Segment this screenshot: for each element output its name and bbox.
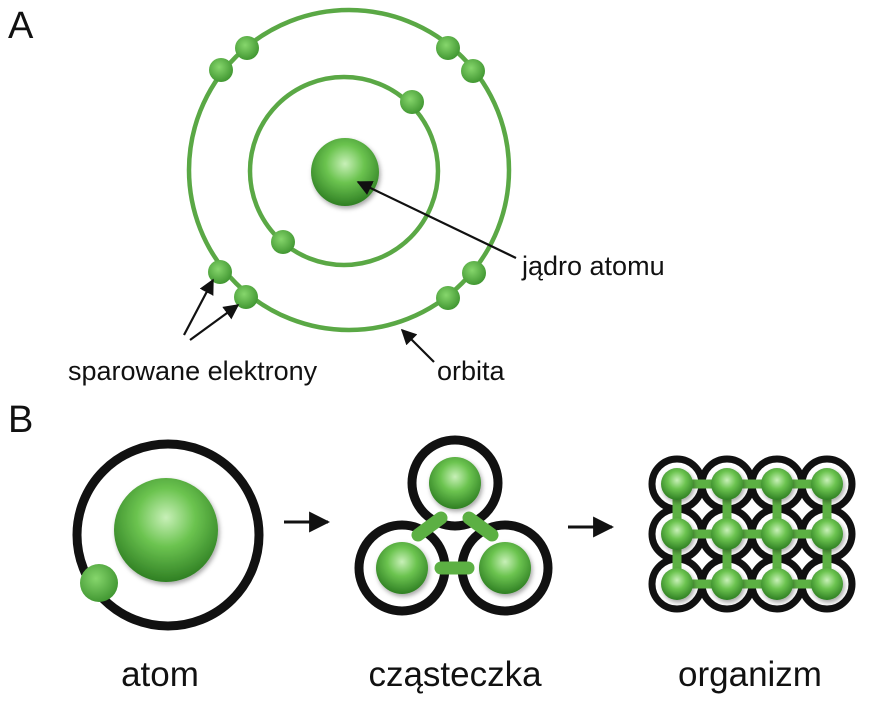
panel-b-letter: B	[8, 399, 33, 441]
organism-cell	[711, 518, 743, 550]
organism-cell	[761, 568, 793, 600]
inner-orbit	[247, 74, 441, 268]
organism-cell	[811, 518, 843, 550]
outer-electron	[208, 260, 232, 284]
electron-arrow	[183, 278, 214, 336]
inner-electron	[271, 230, 295, 254]
molecule-bonds	[411, 511, 499, 575]
molecule-atom	[479, 542, 531, 594]
outer-electron	[436, 36, 460, 60]
nucleus	[311, 138, 379, 206]
organism-cell	[811, 568, 843, 600]
organism-cell	[661, 518, 693, 550]
outer-orbit	[186, 7, 512, 333]
atom-electron	[80, 564, 118, 602]
inner-electron	[400, 90, 424, 114]
outer-electron	[234, 285, 258, 309]
organism-cell	[661, 468, 693, 500]
molecule-atom	[376, 542, 428, 594]
organism-stage	[648, 455, 856, 613]
paired-electrons-label: sparowane elektrony	[68, 356, 318, 386]
organism-cell	[811, 468, 843, 500]
molecule-stage	[354, 435, 553, 616]
orbit-arrow	[400, 328, 435, 363]
atom-model: jądro atomu sparowane elektrony orbita	[68, 7, 665, 386]
outer-electron	[209, 58, 233, 82]
outer-electron	[462, 261, 486, 285]
molecule-atom	[429, 457, 481, 509]
outer-electron	[235, 36, 259, 60]
organism-cell	[711, 568, 743, 600]
caption-molecule: cząsteczka	[368, 655, 542, 694]
outer-electron	[436, 286, 460, 310]
organism-cell	[761, 468, 793, 500]
molecule-bond	[462, 511, 499, 542]
atom-core	[114, 478, 218, 582]
panel-a-letter: A	[8, 5, 34, 47]
molecule-bond	[411, 511, 448, 542]
caption-organism: organizm	[678, 655, 822, 694]
caption-atom: atom	[121, 655, 199, 694]
organism-cell	[661, 568, 693, 600]
outer-electron	[461, 59, 485, 83]
nucleus-label: jądro atomu	[521, 251, 665, 281]
nucleus-arrow	[356, 181, 517, 259]
organism-cell	[711, 468, 743, 500]
organism-cell	[761, 518, 793, 550]
electron-arrow	[189, 304, 240, 341]
atom-stage	[72, 439, 264, 631]
orbit-label: orbita	[437, 356, 506, 386]
